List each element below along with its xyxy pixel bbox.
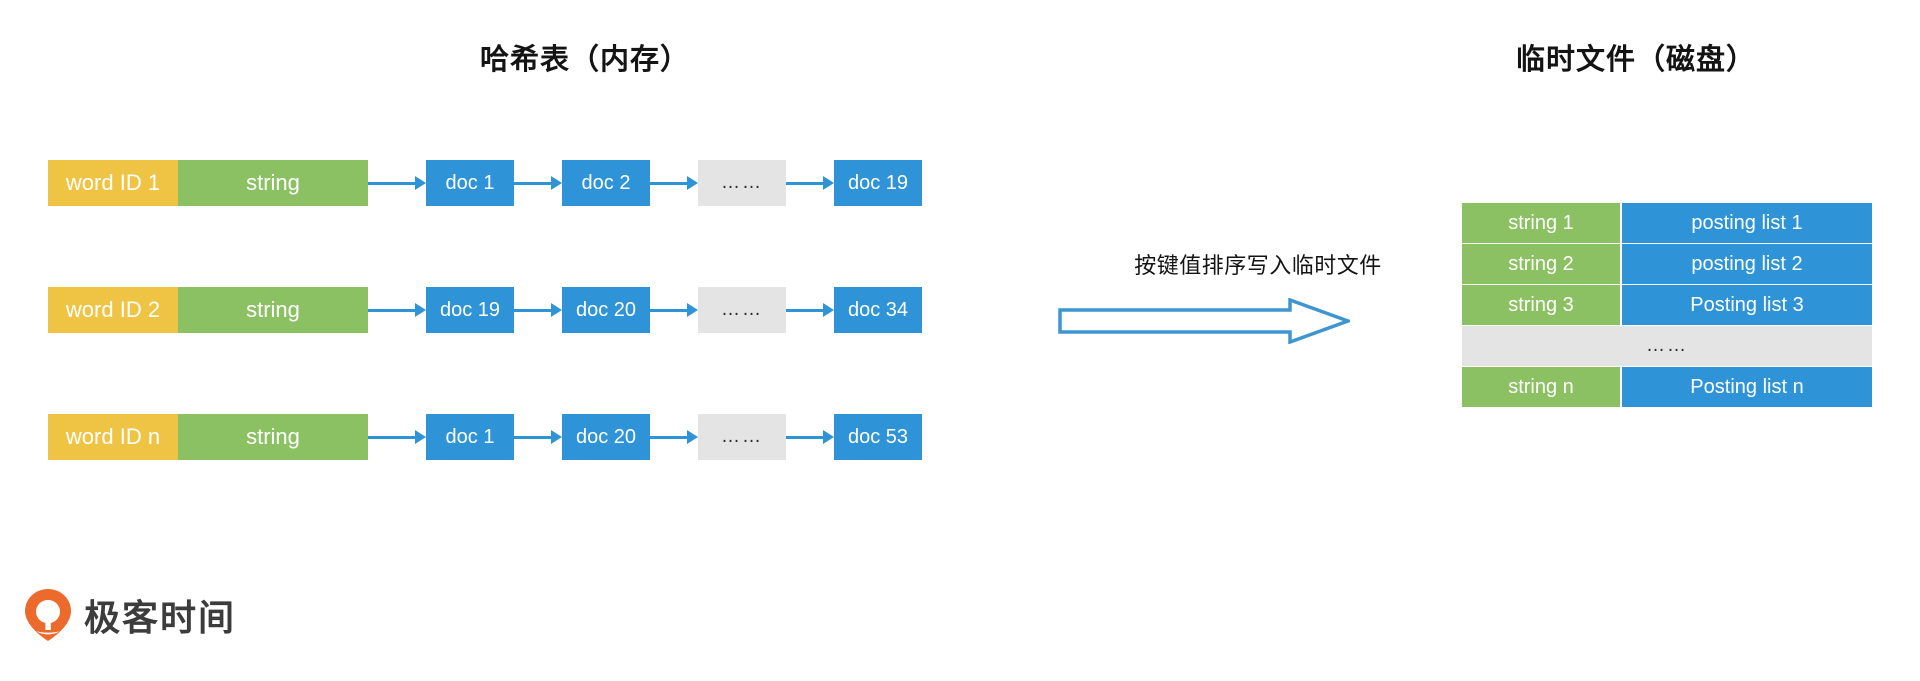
string-cell: string [178, 160, 368, 206]
connector-arrow-icon [786, 414, 834, 460]
temp-file-key-cell: string n [1462, 367, 1620, 407]
temp-file-key-cell: string 3 [1462, 285, 1620, 325]
brand-logo: 极客时间 [24, 588, 236, 642]
hash-table-row: word ID n string doc 1 doc 20 …… doc 53 [48, 414, 1048, 460]
hash-table-panel: word ID 1 string doc 1 doc 2 …… doc 19 w… [48, 160, 1048, 460]
word-id-cell: word ID 1 [48, 160, 178, 206]
geek-time-pin-icon [25, 589, 71, 641]
connector-arrow-icon [368, 287, 426, 333]
hash-entry: word ID n string [48, 414, 368, 460]
connector-arrow-icon [786, 287, 834, 333]
temp-file-panel-title: 临时文件（磁盘） [1516, 44, 1757, 76]
temp-file-table: string 1 posting list 1 string 2 posting… [1462, 203, 1872, 408]
word-id-cell: word ID n [48, 414, 178, 460]
string-cell: string [178, 287, 368, 333]
posting-doc-box: doc 19 [426, 287, 514, 333]
temp-file-value-cell: posting list 2 [1622, 244, 1872, 284]
hash-entry: word ID 1 string [48, 160, 368, 206]
temp-file-row: string n Posting list n [1462, 367, 1872, 407]
word-id-cell: word ID 2 [48, 287, 178, 333]
transition-label: 按键值排序写入临时文件 [1134, 253, 1382, 278]
temp-file-row: string 3 Posting list 3 [1462, 285, 1872, 325]
hash-entry: word ID 2 string [48, 287, 368, 333]
temp-file-key-cell: string 1 [1462, 203, 1620, 243]
posting-doc-box: doc 2 [562, 160, 650, 206]
connector-arrow-icon [650, 287, 698, 333]
connector-arrow-icon [650, 414, 698, 460]
transition-group: 按键值排序写入临时文件 [1058, 248, 1458, 349]
temp-file-value-cell: Posting list 3 [1622, 285, 1872, 325]
temp-file-ellipsis-row: …… [1462, 326, 1872, 366]
temp-file-value-cell: posting list 1 [1622, 203, 1872, 243]
posting-doc-box: doc 1 [426, 160, 514, 206]
hash-table-row: word ID 2 string doc 19 doc 20 …… doc 34 [48, 287, 1048, 333]
brand-logo-text: 极客时间 [84, 597, 237, 638]
connector-arrow-icon [368, 160, 426, 206]
posting-doc-ellipsis: …… [698, 414, 786, 460]
temp-file-row: string 1 posting list 1 [1462, 203, 1872, 243]
connector-arrow-icon [368, 414, 426, 460]
posting-doc-box: doc 20 [562, 414, 650, 460]
posting-doc-box: doc 53 [834, 414, 922, 460]
connector-arrow-icon [514, 414, 562, 460]
posting-doc-box: doc 34 [834, 287, 922, 333]
posting-doc-box: doc 1 [426, 414, 514, 460]
posting-doc-box: doc 19 [834, 160, 922, 206]
temp-file-value-cell: Posting list n [1622, 367, 1872, 407]
connector-arrow-icon [650, 160, 698, 206]
temp-file-row: string 2 posting list 2 [1462, 244, 1872, 284]
temp-file-key-cell: string 2 [1462, 244, 1620, 284]
posting-doc-box: doc 20 [562, 287, 650, 333]
connector-arrow-icon [514, 287, 562, 333]
hash-table-panel-title: 哈希表（内存） [480, 44, 691, 76]
connector-arrow-icon [786, 160, 834, 206]
hash-table-row: word ID 1 string doc 1 doc 2 …… doc 19 [48, 160, 1048, 206]
connector-arrow-icon [514, 160, 562, 206]
block-arrow-right-icon [1058, 297, 1354, 345]
string-cell: string [178, 414, 368, 460]
posting-doc-ellipsis: …… [698, 287, 786, 333]
posting-doc-ellipsis: …… [698, 160, 786, 206]
